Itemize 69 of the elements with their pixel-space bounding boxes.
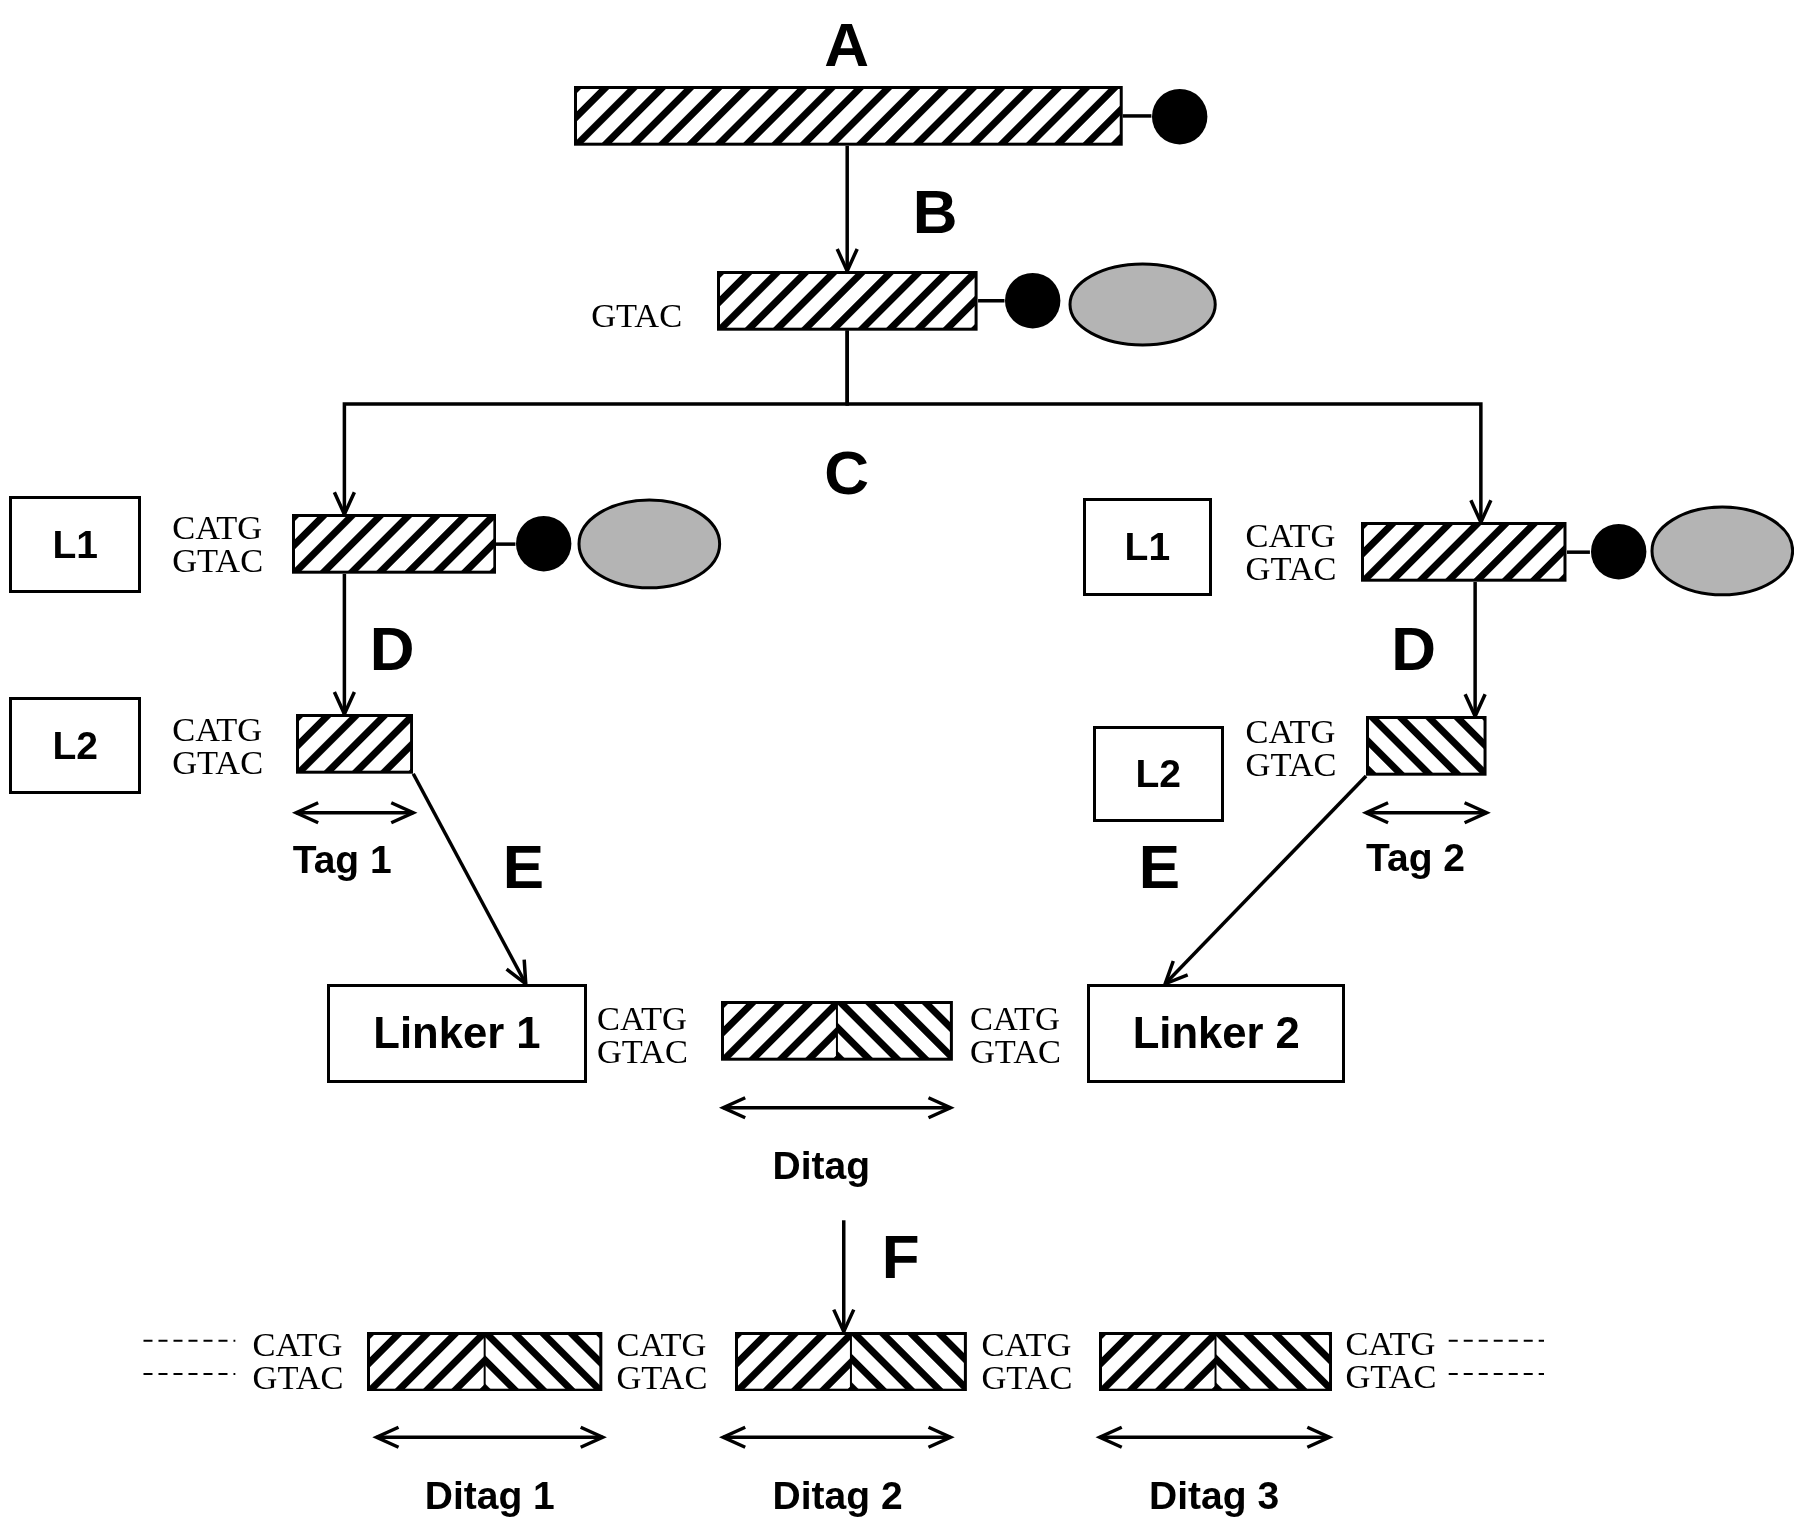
arrow	[845, 330, 1493, 525]
arrow	[411, 772, 528, 986]
sequence-text: CATG	[1245, 714, 1336, 749]
bead-circle	[1004, 272, 1062, 330]
step-letter: F	[881, 1226, 920, 1288]
bead-circle	[1151, 88, 1209, 146]
step-letter: C	[824, 441, 869, 504]
oval-shape	[1067, 261, 1217, 347]
sequence-text: CATG	[981, 1327, 1072, 1362]
arrow	[1163, 774, 1368, 986]
sequence-text: CATG	[616, 1327, 707, 1362]
sequence-text: CATG	[172, 509, 263, 545]
step-letter: A	[824, 13, 869, 76]
connector-line	[1566, 550, 1590, 554]
hatched-bar	[296, 714, 414, 774]
sequence-text: CATG	[596, 1001, 687, 1036]
hatched-bar	[1098, 1331, 1332, 1392]
sequence-text: GTAC	[1345, 1359, 1437, 1394]
tag-label: Tag 2	[1366, 838, 1466, 878]
sequence-text: CATG	[172, 711, 263, 747]
sequence-text: GTAC	[252, 1360, 344, 1395]
step-letter: E	[502, 835, 545, 898]
arrow	[835, 145, 859, 273]
label-box: Linker 2	[1087, 983, 1346, 1083]
sequence-text: GTAC	[172, 745, 264, 780]
connector-line	[978, 299, 1005, 303]
sequence-text: CATG	[1345, 1325, 1436, 1361]
label-box: L1	[1082, 498, 1213, 596]
sequence-text: GTAC	[1245, 747, 1337, 782]
hatched-bar	[1366, 716, 1487, 776]
bead-circle	[1589, 523, 1648, 581]
label-box: L2	[1092, 725, 1224, 822]
sequence-text: GTAC	[172, 543, 264, 578]
hatched-bar	[1361, 522, 1567, 582]
oval-shape	[577, 498, 723, 591]
sequence-text: CATG	[970, 1001, 1060, 1036]
hatched-bar	[573, 86, 1123, 146]
hatched-bar	[734, 1331, 967, 1392]
step-letter: B	[912, 181, 958, 244]
arrow	[832, 1220, 856, 1334]
tag-label: Ditag 2	[772, 1476, 903, 1516]
sequence-text: GTAC	[616, 1360, 708, 1395]
hatched-bar	[291, 514, 496, 574]
hatched-bar	[720, 1001, 953, 1061]
sequence-text: GTAC	[981, 1360, 1073, 1395]
label-box: Linker 1	[327, 983, 587, 1083]
tag-label: Ditag 1	[424, 1476, 555, 1516]
bead-circle	[515, 515, 573, 573]
step-letter: D	[369, 617, 415, 680]
hatched-bar	[367, 1331, 603, 1392]
sequence-text: GTAC	[970, 1034, 1061, 1069]
connector-line	[495, 542, 516, 546]
oval-shape	[1649, 505, 1795, 597]
label-box: L2	[9, 696, 142, 795]
sequence-text: GTAC	[591, 298, 683, 333]
tag-label: Tag 1	[292, 840, 392, 880]
sequence-text: GTAC	[596, 1034, 688, 1069]
label-box: L1	[9, 495, 142, 594]
sequence-text: CATG	[1245, 517, 1336, 553]
connector-line	[1122, 114, 1152, 118]
step-letter: D	[1391, 617, 1437, 680]
sequence-text: CATG	[252, 1327, 343, 1362]
tag-label: Ditag	[772, 1145, 871, 1185]
arrow	[332, 574, 357, 716]
tag-label: Ditag 3	[1149, 1476, 1280, 1516]
hatched-bar	[717, 270, 979, 331]
step-letter: E	[1138, 835, 1181, 898]
arrow	[1463, 582, 1487, 719]
sequence-text: GTAC	[1245, 551, 1337, 586]
